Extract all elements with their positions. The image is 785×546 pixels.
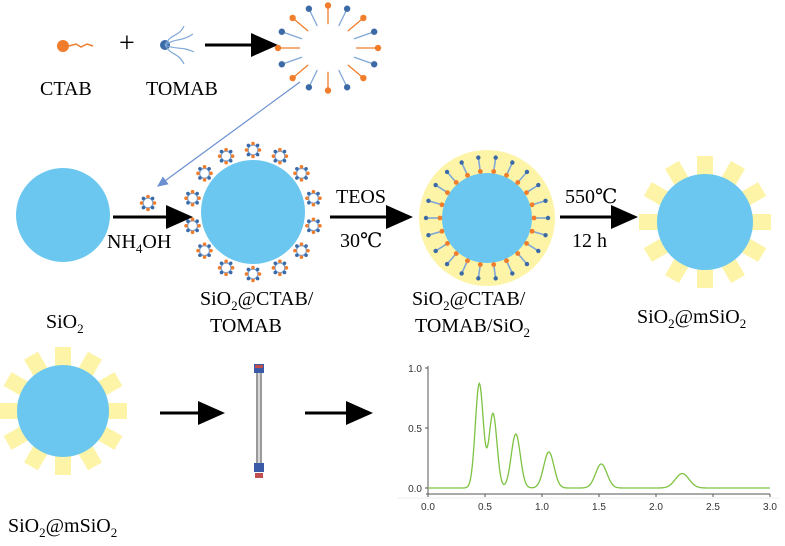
step2-condition-bottom: 30℃ xyxy=(340,230,382,252)
packing-particle xyxy=(0,347,127,475)
sio2-ctab-tomab-particle xyxy=(184,141,322,283)
hplc-column-icon xyxy=(254,364,264,478)
chromatogram-chart: 0.0 0.5 1.0 1.5 2.0 2.5 3.0 0.0 0.5 1.0 xyxy=(398,358,780,520)
small-micelle-icon xyxy=(139,194,157,212)
step3-condition-top: 550℃ xyxy=(565,186,617,208)
tomab-molecule-icon xyxy=(160,25,195,65)
sio2-ctab-tomab-sio2-particle xyxy=(419,150,555,286)
sio2-ctab-tomab-label-line1: SiO2@CTAB/ xyxy=(200,288,314,313)
x-tick-label: 1.0 xyxy=(535,502,549,513)
sio2-msio2-label: SiO2@mSiO2 xyxy=(637,306,746,331)
step2-condition-top: TEOS xyxy=(336,186,386,208)
tomab-label: TOMAB xyxy=(146,78,218,100)
micelle-pointer-arrow xyxy=(157,81,301,187)
y-tick-label: 1.0 xyxy=(408,364,422,375)
sio2-core-particle xyxy=(16,168,110,262)
x-tick-label: 3.0 xyxy=(763,502,777,513)
plus-sign: + xyxy=(119,28,135,59)
ctab-label: CTAB xyxy=(40,78,92,100)
chromatogram-trace xyxy=(428,382,770,489)
x-tick-label: 0.5 xyxy=(478,502,492,513)
x-tick-label: 0.0 xyxy=(421,502,435,513)
x-tick-label: 2.5 xyxy=(706,502,720,513)
sio2-ctab-tomab-label-line2: TOMAB xyxy=(210,315,282,337)
x-tick-label: 1.5 xyxy=(592,502,606,513)
sio2-msio2-particle xyxy=(639,156,771,288)
mixed-micelle-icon xyxy=(274,2,382,94)
step1-condition: NH4OH xyxy=(107,231,171,256)
packing-particle-label: SiO2@mSiO2 xyxy=(8,515,117,540)
sio2-ctab-tomab-sio2-label-line1: SiO2@CTAB/ xyxy=(412,288,526,313)
sio2-label: SiO2 xyxy=(46,311,84,336)
x-tick-label: 2.0 xyxy=(649,502,663,513)
y-tick-label: 0.0 xyxy=(408,484,422,495)
y-tick-label: 0.5 xyxy=(408,424,422,435)
step3-condition-bottom: 12 h xyxy=(572,230,607,252)
ctab-molecule-icon xyxy=(57,40,94,52)
sio2-ctab-tomab-sio2-label-line2: TOMAB/SiO2 xyxy=(415,315,530,340)
